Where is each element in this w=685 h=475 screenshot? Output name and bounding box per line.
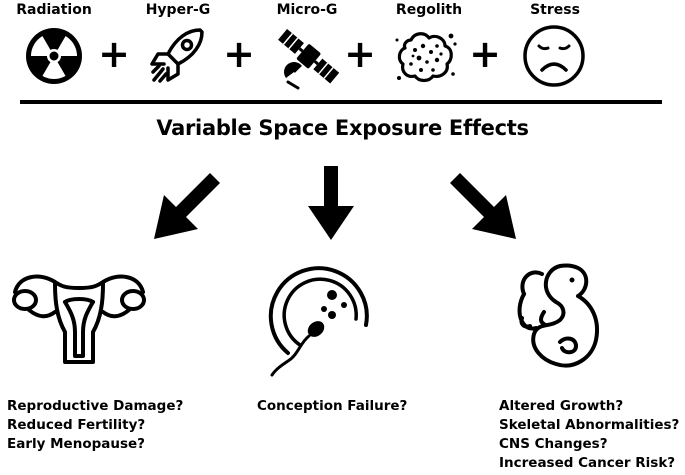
plus-sign: + xyxy=(98,32,130,76)
effect-item: Reduced Fertility? xyxy=(7,417,146,433)
arrow-down-icon xyxy=(308,166,354,240)
plus-sign: + xyxy=(469,32,501,76)
plus-sign: + xyxy=(223,32,255,76)
effect-item: Skeletal Abnormalities? xyxy=(499,417,680,433)
effect-item: Early Menopause? xyxy=(7,436,145,452)
conception-icon xyxy=(268,266,369,377)
rocket-icon xyxy=(150,28,204,83)
sad-face-icon xyxy=(523,25,585,87)
effect-item: Increased Cancer Risk? xyxy=(499,455,676,471)
satellite-icon xyxy=(278,29,340,90)
arrow-down-left-icon xyxy=(154,173,220,239)
factor-label-regolith: Regolith xyxy=(395,2,463,18)
effect-item: CNS Changes? xyxy=(499,436,608,452)
effect-item: Conception Failure? xyxy=(257,398,408,414)
factor-label-radiation: Radiation xyxy=(16,2,92,18)
effects-list-reproductive: Reproductive Damage? Reduced Fertility? … xyxy=(7,397,183,454)
regolith-icon xyxy=(395,32,457,83)
factor-label-hyper-g: Hyper-G xyxy=(145,2,211,18)
diagram-title: Variable Space Exposure Effects xyxy=(156,116,529,140)
plus-sign: + xyxy=(344,32,376,76)
radiation-icon xyxy=(26,28,82,84)
effect-item: Altered Growth? xyxy=(499,398,624,414)
fetus-icon xyxy=(517,263,599,368)
divider-line xyxy=(20,100,662,104)
uterus-icon xyxy=(12,274,146,364)
effect-item: Reproductive Damage? xyxy=(7,398,184,414)
arrow-down-right-icon xyxy=(450,173,516,239)
factor-label-micro-g: Micro-G xyxy=(276,2,338,18)
effects-list-fetal: Altered Growth? Skeletal Abnormalities? … xyxy=(499,397,679,473)
effects-list-conception: Conception Failure? xyxy=(257,397,407,416)
factor-label-stress: Stress xyxy=(530,2,580,18)
